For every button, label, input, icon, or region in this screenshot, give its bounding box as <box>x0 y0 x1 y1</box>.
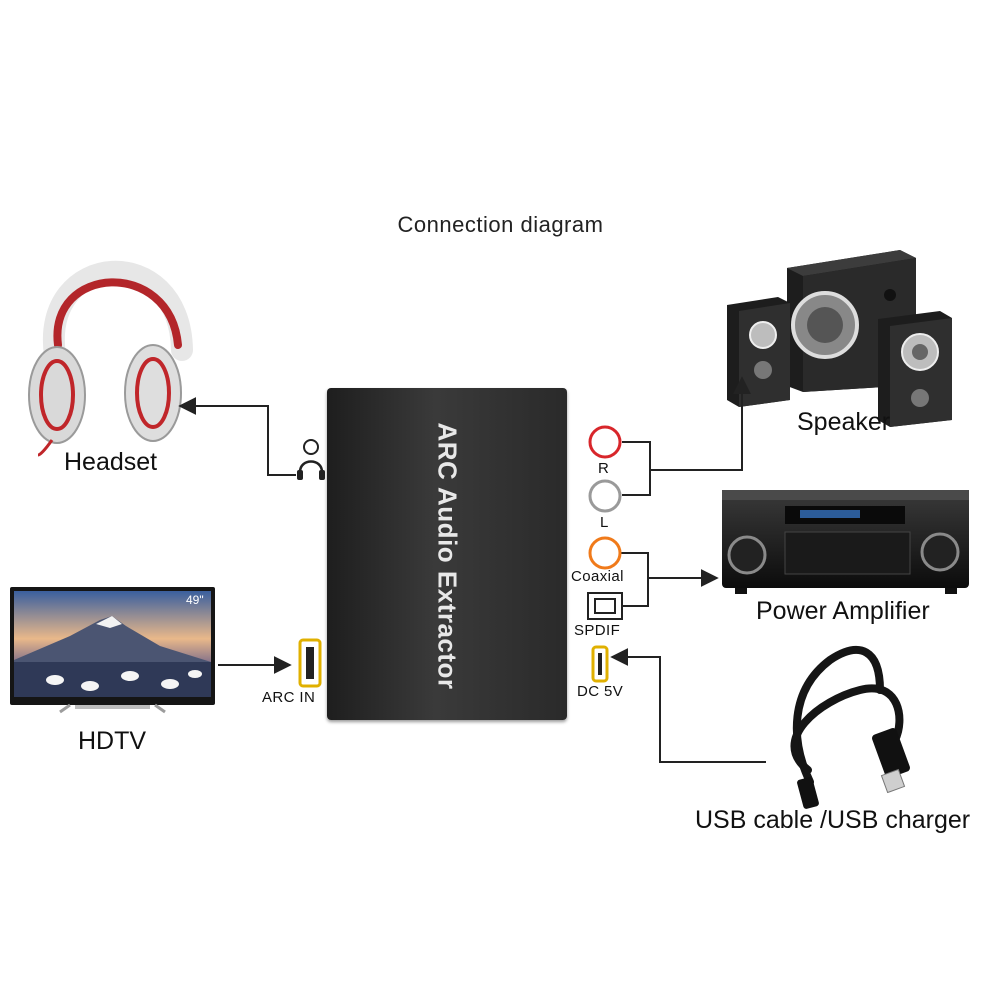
label-l: L <box>600 514 609 531</box>
label-power-amplifier: Power Amplifier <box>756 597 930 625</box>
line-usb <box>610 648 766 763</box>
headset-image <box>28 260 193 457</box>
line-speaker <box>622 441 651 496</box>
line-amplifier <box>620 552 649 607</box>
label-coaxial: Coaxial <box>571 568 624 585</box>
rca-right-port-icon <box>588 425 622 459</box>
label-usb-cable: USB cable /USB charger <box>695 806 971 834</box>
label-spdif: SPDIF <box>574 622 621 639</box>
rca-left-port-icon <box>588 479 622 513</box>
label-arc-in: ARC IN <box>262 689 316 706</box>
diagram-title: Connection diagram <box>397 212 604 237</box>
label-speaker: Speaker <box>797 408 891 436</box>
line-headset <box>178 397 296 476</box>
label-dc-5v: DC 5V <box>577 683 624 700</box>
label-r: R <box>598 460 610 477</box>
dc-port-icon <box>591 645 609 683</box>
coaxial-port-icon <box>588 536 622 570</box>
hdmi-arc-port-icon <box>298 638 322 688</box>
connection-lines <box>178 376 766 763</box>
speaker-image <box>727 250 952 427</box>
power-amplifier-image <box>722 490 969 594</box>
headphone-port-icon <box>297 439 325 480</box>
hdtv-image <box>10 587 215 714</box>
arc-audio-extractor-device <box>327 388 567 720</box>
usb-cable-image <box>790 646 910 809</box>
tv-size-badge: 49" <box>186 593 204 607</box>
device-name: ARC Audio Extractor <box>432 422 463 690</box>
spdif-port-icon <box>587 592 623 620</box>
label-hdtv: HDTV <box>78 727 147 755</box>
label-headset: Headset <box>64 448 158 476</box>
